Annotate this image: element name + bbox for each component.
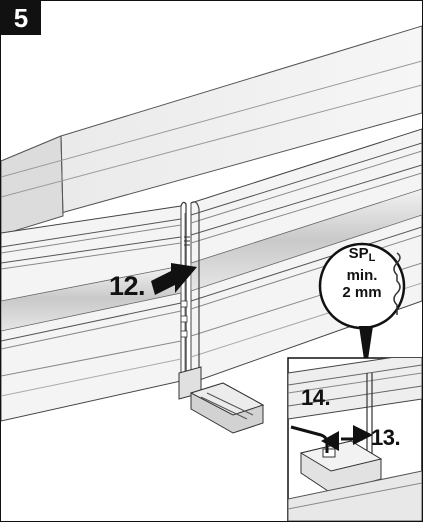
left-plinth-panel bbox=[1, 205, 182, 422]
spacing-min-text: min. bbox=[346, 267, 378, 284]
detail-inset bbox=[287, 357, 422, 521]
spacing-symbol: SPL bbox=[323, 245, 401, 267]
spacing-symbol-main: SP bbox=[348, 245, 369, 262]
foot-bracket bbox=[178, 366, 265, 434]
step-12-label: 12. bbox=[109, 271, 146, 301]
spacing-value-text: 2 mm bbox=[342, 284, 382, 301]
detail-callout-bubble bbox=[318, 242, 406, 373]
spacing-symbol-subscript: L bbox=[368, 252, 376, 264]
step-13-label: 13. bbox=[371, 425, 401, 450]
step-14-label: 14. bbox=[301, 385, 331, 410]
worktop-surface bbox=[1, 25, 422, 236]
step-number-badge: 5 bbox=[1, 1, 41, 35]
panel-joint bbox=[180, 201, 190, 384]
min-spacing-note: SPL min. 2 mm bbox=[323, 245, 401, 323]
insert-arrow-12 bbox=[151, 263, 197, 295]
